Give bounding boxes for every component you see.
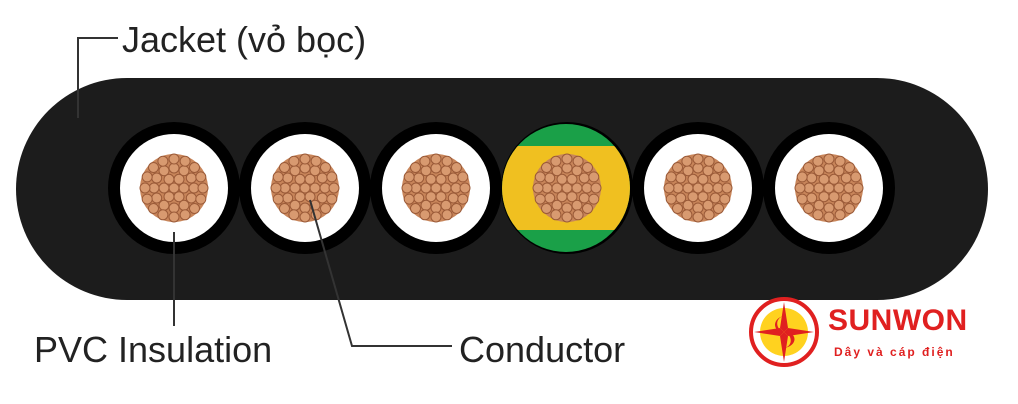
conductor-strands bbox=[401, 153, 471, 223]
cable-core bbox=[108, 122, 240, 254]
conductor-strands bbox=[270, 153, 340, 223]
jacket-label: Jacket (vỏ bọc) bbox=[122, 19, 367, 60]
sunwon-emblem-icon bbox=[749, 297, 819, 367]
conductor-strands bbox=[532, 153, 602, 223]
conductor-strands bbox=[794, 153, 864, 223]
logo-name: SUNWON bbox=[828, 304, 968, 337]
insulation-label: PVC Insulation bbox=[34, 329, 273, 370]
conductor-label: Conductor bbox=[459, 329, 626, 370]
logo-tagline: Dây và cáp điện bbox=[834, 345, 955, 359]
sunwon-logo: SUNWON Dây và cáp điện bbox=[748, 296, 998, 376]
cable-core bbox=[632, 122, 764, 254]
cable-cores bbox=[108, 122, 895, 254]
jacket-leader-line bbox=[77, 37, 118, 118]
conductor-leader-line bbox=[309, 199, 452, 347]
cable-core bbox=[239, 122, 371, 254]
cable-core bbox=[370, 122, 502, 254]
conductor-strands bbox=[663, 153, 733, 223]
cable-core bbox=[763, 122, 895, 254]
conductor-strands bbox=[139, 153, 209, 223]
cable-core bbox=[501, 122, 633, 254]
